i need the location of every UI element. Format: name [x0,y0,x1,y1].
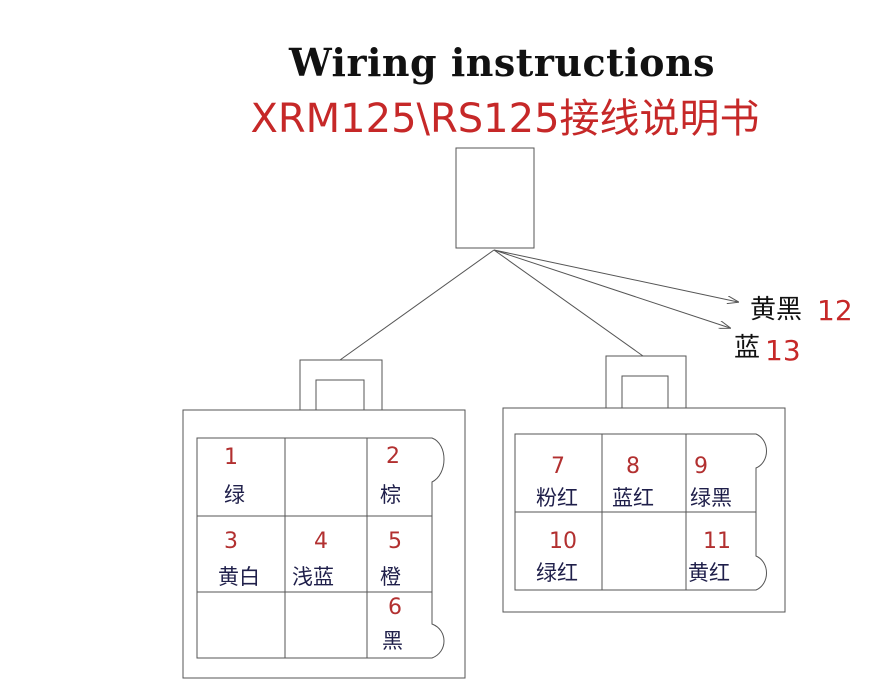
pin-color-1: 绿 [224,483,245,507]
pin-color-11: 黄红 [688,561,730,585]
pin-number-11: 11 [703,529,731,554]
lead-number-12: 12 [817,294,853,327]
device-box [455,147,535,249]
pin-number-3: 3 [224,529,238,554]
pin-color-4: 浅蓝 [292,565,334,589]
pin-color-2: 棕 [380,483,401,507]
title-chinese: XRM125\RS125接线说明书 [250,96,760,142]
right-pin-face [514,433,767,591]
left-housing [182,409,466,679]
wire-to-right-connector [493,249,644,357]
pin-number-10: 10 [549,529,577,554]
pin-color-8: 蓝红 [612,486,654,510]
wire-arrow-12 [493,249,738,302]
pin-color-5: 橙 [380,565,401,589]
right-latch-inner [621,375,669,409]
lead-color-12: 黄黑 [750,295,802,325]
right-connector: 7 粉红 8 蓝红 9 绿黑 10 绿红 11 黄红 [502,355,786,613]
pin-color-6: 黑 [382,629,403,653]
wire-arrow-13 [493,249,730,328]
pin-number-4: 4 [314,529,328,554]
left-latch-outer [299,359,383,411]
pin-number-7: 7 [551,454,565,479]
pin-number-5: 5 [388,529,402,554]
pin-number-2: 2 [386,444,400,469]
pin-color-7: 粉红 [536,486,578,510]
wire-to-left-connector [339,249,495,361]
pin-number-8: 8 [626,454,640,479]
left-latch-inner [315,379,365,411]
lead-color-13: 蓝 [734,333,760,363]
right-latch-outer [605,355,687,409]
lead-number-13: 13 [765,334,801,367]
pin-number-6: 6 [388,595,402,620]
pin-color-3: 黄白 [218,565,260,589]
left-connector: 1 绿 2 棕 3 黄白 4 浅蓝 5 橙 6 黑 [182,359,466,679]
left-pin-face [196,437,445,659]
pin-number-1: 1 [224,445,238,470]
right-housing [502,407,786,613]
pin-color-9: 绿黑 [690,486,732,510]
title-english: Wiring instructions [289,40,715,85]
pin-color-10: 绿红 [536,561,578,585]
pin-number-9: 9 [694,454,708,479]
